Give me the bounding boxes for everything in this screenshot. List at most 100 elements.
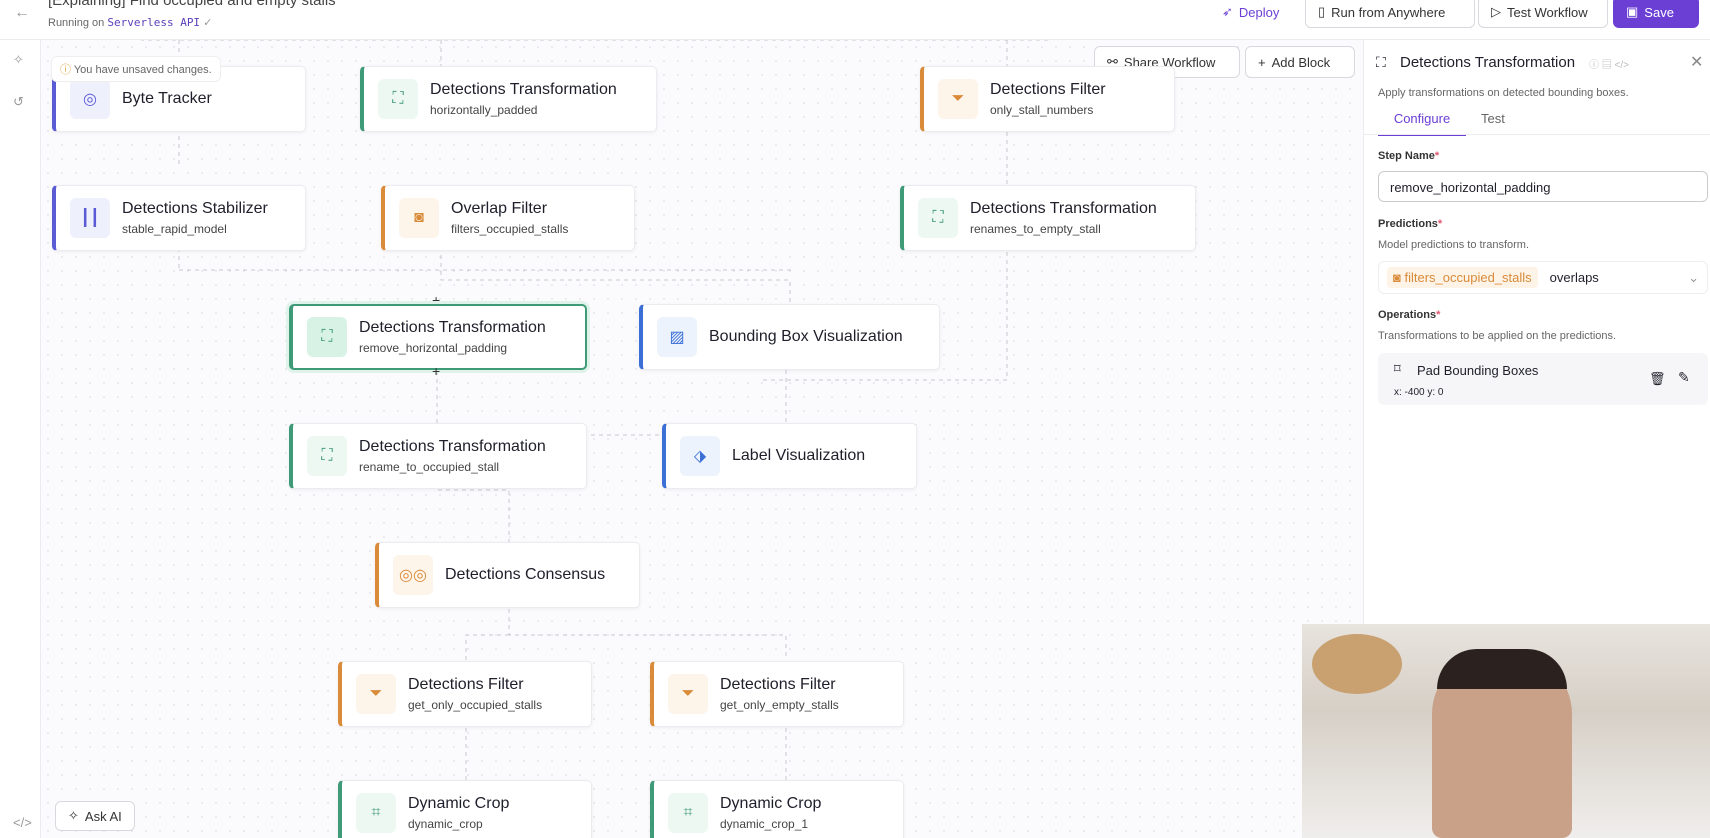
workflow-canvas[interactable]: ⓘ You have unsaved changes. ⚯ Share Workf…	[41, 40, 1363, 838]
node-title: Bounding Box Visualization	[709, 328, 903, 345]
add-block-button[interactable]: + Add Block	[1245, 46, 1355, 78]
node-subtitle: renames_to_empty_stall	[970, 222, 1101, 236]
bounding-box-icon: ⛶	[378, 79, 418, 119]
node-dynamic-crop[interactable]: ⌗ Dynamic Crop dynamic_crop	[338, 780, 592, 838]
image-icon: ▨	[657, 317, 697, 357]
save-button[interactable]: ▣ Save	[1613, 0, 1699, 28]
unsaved-text: You have unsaved changes.	[73, 64, 212, 76]
tab-test[interactable]: Test	[1481, 111, 1505, 126]
rocket-icon: ➶	[1222, 4, 1233, 19]
node-subtitle: get_only_empty_stalls	[720, 698, 839, 712]
chevron-down-icon: ⌄	[1688, 269, 1699, 285]
save-label: Save	[1644, 4, 1674, 20]
step-name-label: Step Name*	[1378, 150, 1440, 162]
run-from-anywhere-button[interactable]: ▯Run from Anywhere	[1305, 0, 1475, 28]
filter-icon: ⏷	[356, 674, 396, 714]
guitar-shape	[1312, 634, 1402, 694]
node-title: Dynamic Crop	[408, 795, 510, 812]
node-title: Detections Transformation	[359, 438, 546, 455]
node-title: Overlap Filter	[451, 200, 548, 217]
node-title: Label Visualization	[732, 447, 866, 464]
operations-label: Operations*	[1378, 309, 1441, 321]
tag-icon: ⬗	[680, 436, 720, 476]
trash-icon[interactable]: 🗑	[1649, 371, 1666, 386]
bounding-box-icon: ⛶	[918, 198, 958, 238]
back-arrow-icon[interactable]: ←	[14, 4, 30, 21]
bounding-box-icon: ⛶	[307, 317, 347, 357]
add-above-icon[interactable]: +	[432, 292, 441, 308]
share-label: Share Workflow	[1123, 54, 1216, 70]
edit-icon[interactable]: ✎	[1678, 369, 1690, 385]
node-title: Detections Transformation	[430, 81, 617, 98]
node-title: Dynamic Crop	[720, 795, 822, 812]
running-on-label: Running on	[48, 17, 105, 29]
code-icon[interactable]: </>	[13, 815, 32, 830]
predictions-select[interactable]: ◙ filters_occupied_stalls overlaps ⌄	[1378, 261, 1708, 294]
filter-icon: ⏷	[938, 79, 978, 119]
operation-params: x: -400 y: 0	[1394, 387, 1444, 398]
node-label-visualization[interactable]: ⬗ Label Visualization	[662, 423, 917, 489]
output-name: overlaps	[1549, 270, 1599, 285]
node-subtitle: dynamic_crop_1	[720, 817, 809, 831]
overlap-circles-icon: ◎◎	[393, 555, 433, 595]
node-bounding-box-visualization[interactable]: ▨ Bounding Box Visualization	[639, 304, 940, 370]
operation-name: Pad Bounding Boxes	[1417, 363, 1539, 378]
add-block-label: Add Block	[1271, 54, 1331, 70]
step-name-input[interactable]: remove_horizontal_padding	[1378, 171, 1708, 202]
node-subtitle: get_only_occupied_stalls	[408, 698, 543, 712]
close-icon[interactable]: ✕	[1690, 54, 1704, 71]
predictions-label: Predictions*	[1378, 218, 1443, 230]
info-icon: ⓘ	[60, 64, 71, 76]
webcam-overlay	[1302, 624, 1710, 838]
target-icon: ◎	[70, 79, 110, 119]
filter-icon: ⏷	[668, 674, 708, 714]
history-icon[interactable]: ↺	[13, 94, 24, 109]
predictions-description: Model predictions to transform.	[1378, 239, 1530, 251]
runtime-name[interactable]: Serverless API	[107, 16, 201, 29]
plus-icon: +	[1258, 54, 1266, 70]
help-icon[interactable]: ⓘ ▤ </>	[1589, 60, 1630, 71]
play-icon: ▷	[1491, 4, 1501, 19]
node-title: Detections Transformation	[970, 200, 1157, 217]
node-detections-filter[interactable]: ⏷ Detections Filter get_only_occupied_stal…	[338, 661, 592, 727]
check-icon: ✓	[203, 17, 213, 29]
deploy-label: Deploy	[1238, 4, 1280, 20]
runtime-status: Running on Serverless API ✓	[48, 16, 212, 29]
node-title: Detections Transformation	[359, 319, 546, 336]
node-detections-transformation[interactable]: ⛶ Detections Transformation renames_to_emp…	[900, 185, 1196, 251]
add-below-icon[interactable]: +	[432, 363, 441, 379]
operation-item[interactable]: ⌑ Pad Bounding Boxes x: -400 y: 0 🗑 ✎	[1378, 353, 1708, 405]
node-subtitle: stable_rapid_model	[122, 222, 227, 236]
ask-ai-label: Ask AI	[84, 808, 122, 824]
crop-icon: ⌗	[356, 793, 396, 833]
node-detections-transformation[interactable]: ⛶ Detections Transformation horizontally_p…	[360, 66, 657, 132]
sparkle-icon[interactable]: ✧	[13, 52, 24, 67]
save-icon: ▣	[1626, 4, 1639, 19]
panel-description: Apply transformations on detected boundi…	[1378, 87, 1629, 99]
node-subtitle: dynamic_crop	[408, 817, 483, 831]
operations-description: Transformations to be applied on the pre…	[1378, 330, 1617, 342]
panel-title: Detections Transformation	[1400, 54, 1576, 71]
share-icon: ⚯	[1107, 54, 1118, 69]
unsaved-changes-toast: ⓘ You have unsaved changes.	[51, 56, 221, 82]
hair-shape	[1437, 649, 1567, 689]
node-title: Detections Filter	[408, 676, 524, 693]
workflow-title: [Explaining] Find occupied and empty sta…	[48, 0, 336, 9]
phone-icon: ▯	[1318, 4, 1326, 19]
node-title: Detections Consensus	[445, 566, 606, 583]
test-workflow-button[interactable]: ▷Test Workflow	[1478, 0, 1608, 28]
node-title: Detections Filter	[720, 676, 836, 693]
ask-ai-button[interactable]: ✧Ask AI	[55, 801, 135, 831]
node-detections-filter[interactable]: ⏷ Detections Filter get_only_empty_stalls	[650, 661, 904, 727]
bounding-box-icon: ⛶	[1376, 54, 1386, 70]
node-subtitle: horizontally_padded	[430, 103, 538, 117]
tab-configure[interactable]: Configure	[1378, 103, 1466, 136]
deploy-button[interactable]: ➶ Deploy	[1210, 0, 1292, 28]
node-detections-consensus[interactable]: ◎◎ Detections Consensus	[375, 542, 640, 608]
